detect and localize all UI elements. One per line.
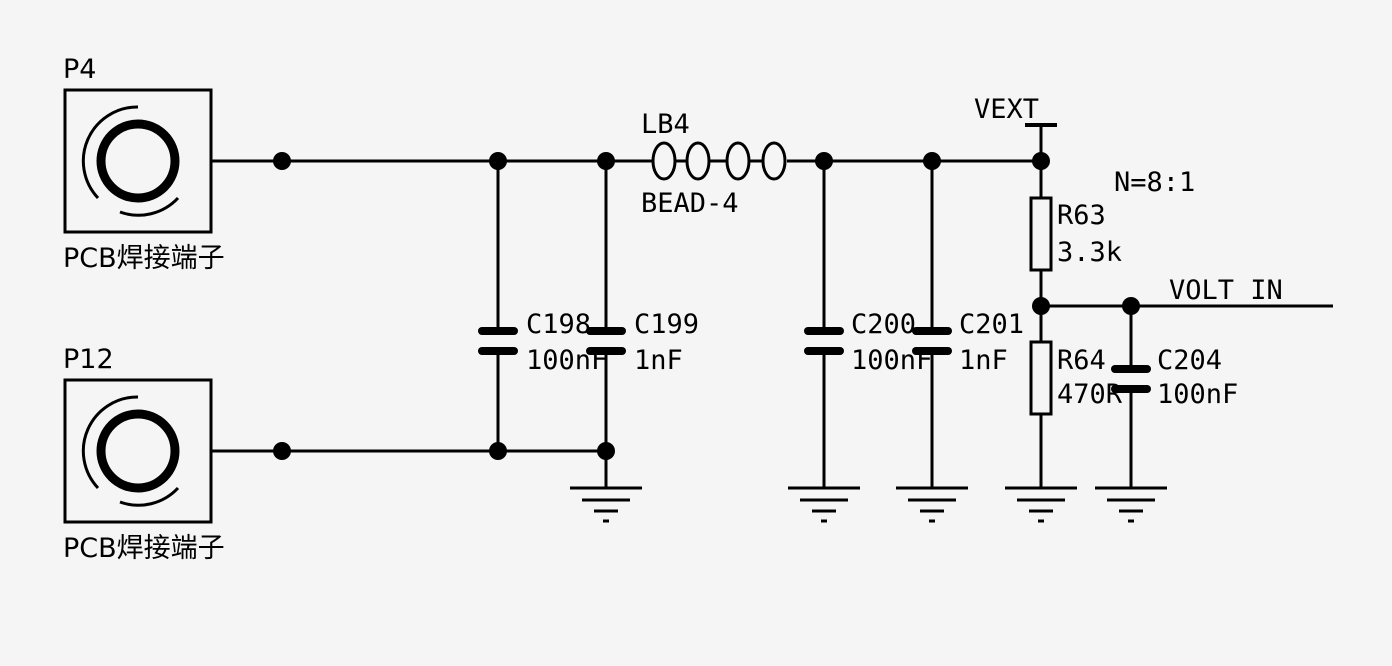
resistor-r63-ref: R63 xyxy=(1057,200,1106,231)
junction-dot xyxy=(1032,152,1050,170)
capacitor-c198: C198 100nF xyxy=(478,309,607,376)
connector-p4-arc2-icon xyxy=(119,196,180,217)
divider-ratio-label: N=8:1 xyxy=(1114,167,1195,198)
bead-coil-icon xyxy=(725,141,751,181)
cap-c204-ref: C204 xyxy=(1157,345,1222,376)
junction-dot xyxy=(489,442,507,460)
junction-dot xyxy=(923,152,941,170)
ground-symbol-c200 xyxy=(788,486,860,523)
connector-p12-arc-icon xyxy=(81,395,139,490)
resistor-body xyxy=(1029,340,1053,416)
connector-p12-ref: P12 xyxy=(63,344,114,375)
cap-c201-ref: C201 xyxy=(959,309,1024,340)
bead-value: BEAD-4 xyxy=(641,188,739,219)
resistor-r63-value: 3.3k xyxy=(1057,237,1122,268)
junction-dot xyxy=(489,152,507,170)
ground-symbol-c201 xyxy=(896,486,968,523)
junction-dot xyxy=(815,152,833,170)
cap-c198-ref: C198 xyxy=(526,309,591,340)
junctions xyxy=(273,152,1140,460)
resistor-r63: R63 3.3k xyxy=(1029,196,1122,272)
capacitor-c201: C201 1nF xyxy=(912,309,1024,376)
junction-dot xyxy=(597,152,615,170)
junction-dot xyxy=(273,442,291,460)
bead-coil-icon xyxy=(761,141,787,181)
resistor-body xyxy=(1029,196,1053,272)
connector-p4-arc-icon xyxy=(81,105,139,200)
cap-c201-value: 1nF xyxy=(959,345,1008,376)
junction-dot xyxy=(1122,297,1140,315)
capacitor-c204: C204 100nF xyxy=(1111,345,1238,410)
connector-p4-body xyxy=(63,88,213,234)
connector-p12: P12 PCB焊接端子 xyxy=(63,344,225,564)
junction-dot xyxy=(1032,297,1050,315)
cap-c199-ref: C199 xyxy=(634,309,699,340)
connector-p12-arc2-icon xyxy=(119,486,180,507)
ground-symbol-r64 xyxy=(1005,486,1077,523)
connector-p12-ring-icon xyxy=(96,409,180,493)
power-net-label: VEXT xyxy=(974,94,1039,125)
cap-c204-value: 100nF xyxy=(1157,379,1238,410)
connector-p4-desc: PCB焊接端子 xyxy=(63,243,225,274)
ground-symbol-c204 xyxy=(1095,486,1167,523)
connector-p4-ref: P4 xyxy=(63,54,96,85)
capacitor-c199: C199 1nF xyxy=(586,309,699,376)
capacitor-c200: C200 100nF xyxy=(804,309,932,376)
resistor-r64-value: 470R xyxy=(1057,379,1123,410)
bead-ref: LB4 xyxy=(641,109,690,140)
cap-c200-ref: C200 xyxy=(851,309,916,340)
connector-p12-desc: PCB焊接端子 xyxy=(63,533,225,564)
connector-p12-body xyxy=(63,378,213,524)
junction-dot xyxy=(597,442,615,460)
resistor-r64-ref: R64 xyxy=(1057,345,1106,376)
cap-c199-value: 1nF xyxy=(634,345,683,376)
connector-p4: P4 PCB焊接端子 xyxy=(63,54,225,274)
connector-p4-ring-icon xyxy=(96,119,180,203)
bead-coil-icon xyxy=(651,141,677,181)
ground-symbol-c199 xyxy=(570,486,642,523)
bead-coil-icon xyxy=(685,141,711,181)
power-port-vext: VEXT xyxy=(974,94,1057,127)
resistor-r64: R64 470R xyxy=(1029,340,1123,416)
bead-lb4: LB4 BEAD-4 xyxy=(641,109,787,219)
output-net-label: VOLT IN xyxy=(1169,275,1283,306)
junction-dot xyxy=(273,152,291,170)
